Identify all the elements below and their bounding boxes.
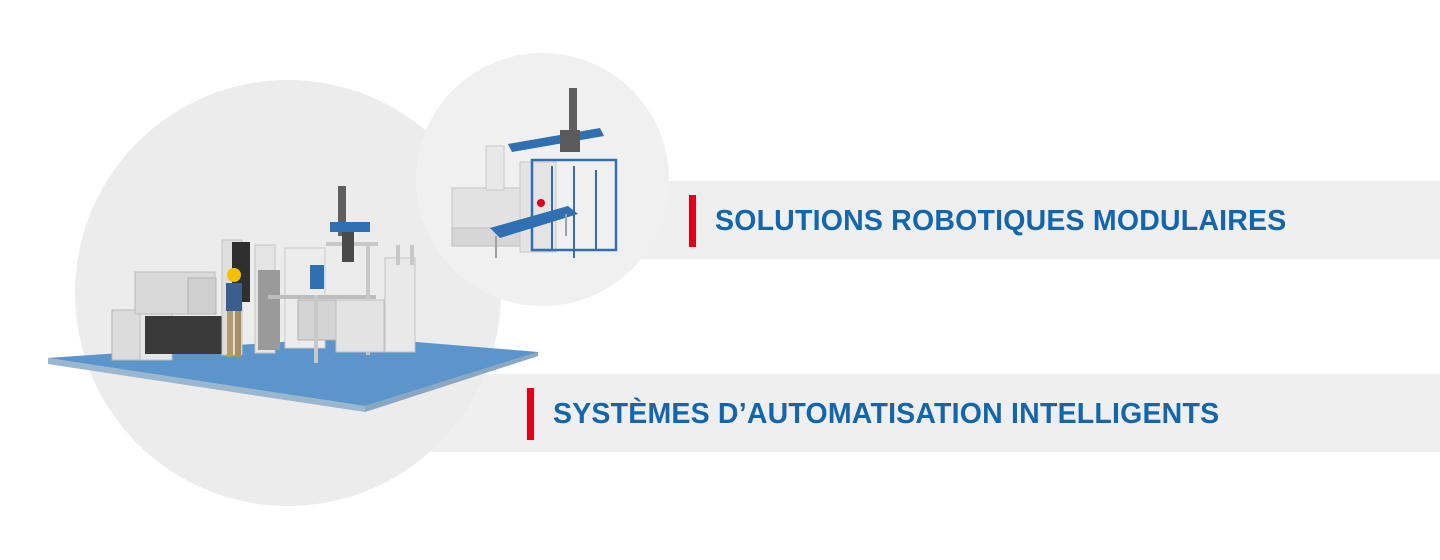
automation-label: SYSTÈMES D’AUTOMATISATION INTELLIGENTS [527,388,1219,440]
robotics-label-text: SOLUTIONS ROBOTIQUES MODULAIRES [715,204,1287,237]
label-band-robotics [640,181,1440,259]
label-band-automation [430,374,1440,452]
automation-accent-bar [527,388,534,440]
robotics-accent-bar [689,195,696,247]
robotics-label: SOLUTIONS ROBOTIQUES MODULAIRES [689,195,1286,247]
automation-label-text: SYSTÈMES D’AUTOMATISATION INTELLIGENTS [553,397,1220,430]
